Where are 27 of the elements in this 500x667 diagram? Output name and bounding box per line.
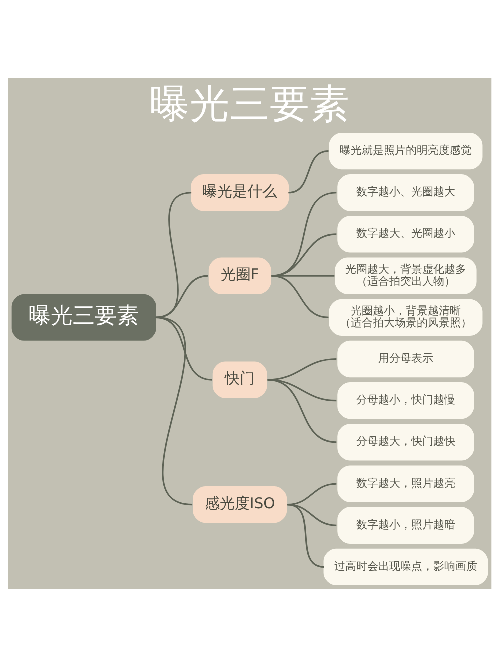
- node-box: 数字越大、光圈越小: [338, 216, 474, 253]
- node-box: 曝光是什么: [191, 174, 290, 212]
- connector: [288, 504, 324, 568]
- connector: [268, 358, 337, 381]
- connector: [272, 275, 329, 318]
- connector: [288, 150, 329, 194]
- connector: [156, 275, 208, 318]
- node-box: 过高时会出现噪点，影响画质: [324, 548, 488, 586]
- node-box: 感光度ISO: [193, 486, 288, 524]
- node-box: 分母越大，快门越快: [338, 424, 474, 461]
- connector: [288, 504, 337, 526]
- connector: [156, 316, 193, 506]
- node-box: 分母越小，快门越慢: [338, 382, 474, 420]
- node-box: 数字越小、光圈越大: [338, 174, 474, 212]
- diagram-title: 曝光三要素: [150, 82, 350, 128]
- node-box: 曝光三要素: [12, 294, 156, 341]
- node-box: 数字越大，照片越亮: [338, 466, 474, 502]
- node-box: 光圈越小，背景越清晰（适合拍大场景的风景照）: [329, 299, 483, 336]
- node-box: 光圈F: [208, 258, 272, 294]
- node-box: 光圈越大，背景虚化越多（适合拍突出人物）: [335, 258, 477, 294]
- connector: [268, 379, 337, 444]
- connector: [272, 192, 337, 277]
- node-box: 曝光就是照片的明亮度感觉: [329, 132, 483, 170]
- node-box: 用分母表示: [338, 340, 474, 378]
- node-box: 快门: [212, 362, 268, 398]
- node-box: 数字越小，照片越暗: [338, 507, 474, 544]
- connector: [272, 234, 337, 277]
